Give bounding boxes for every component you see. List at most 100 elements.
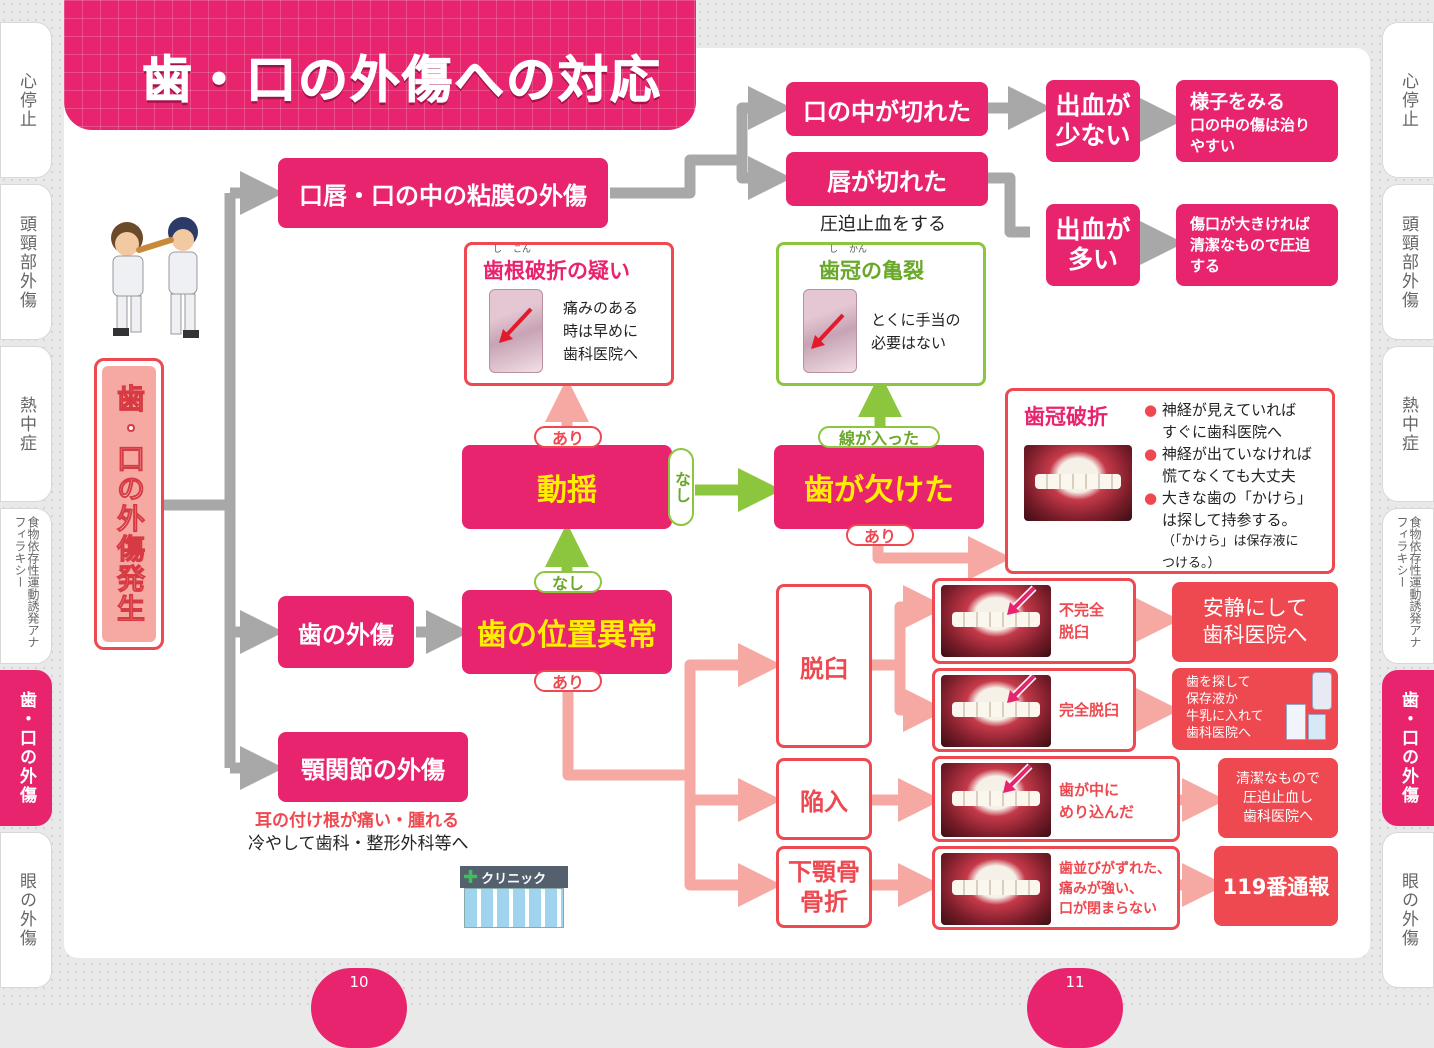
preserve-line: 牛乳に入れて xyxy=(1186,709,1264,724)
crown-advice-line: とくに手当の xyxy=(871,311,961,329)
mobility-box[interactable]: 動揺 xyxy=(462,445,672,529)
incomplete-line2: 脱臼 xyxy=(1059,623,1090,641)
baseball-players-illustration xyxy=(111,217,199,338)
crown-furigana-kan: かん xyxy=(849,245,868,255)
title-banner xyxy=(64,0,696,130)
rest-line2: 歯科医院へ xyxy=(1202,623,1308,647)
chipped-box[interactable]: 歯が欠けた xyxy=(774,445,984,529)
preserve-line: 歯を探して xyxy=(1186,675,1251,690)
tab-dental-left[interactable]: 歯・口の外傷 xyxy=(0,670,52,826)
flow-connectors xyxy=(164,86,1226,907)
tab-label: 心停止 xyxy=(1398,71,1418,129)
root-fracture-title: 歯根破折の疑い xyxy=(483,259,630,283)
start-box-label: 歯・口の外傷発生 xyxy=(113,384,147,625)
branch-tooth-injury[interactable]: 歯の外傷 xyxy=(278,596,414,668)
tab-heatstroke-left[interactable]: 熱中症 xyxy=(0,346,52,502)
arrow-to-intrusion xyxy=(684,775,782,822)
label-crack-line: 線が入った xyxy=(818,426,940,448)
root-furigana-kon: こん xyxy=(513,245,532,255)
preserve-text: 歯を探して保存液か牛乳に入れて歯科医院へ xyxy=(1186,674,1264,742)
tab-anaphylaxis-left[interactable]: 食物依存性運動誘発アナフィラキシー xyxy=(0,508,52,664)
bleeding-large-line1: 出血が xyxy=(1055,215,1131,244)
clean-line: 歯科医院へ xyxy=(1243,808,1313,825)
crown-fracture-bullet: 大きな歯の「かけら」 xyxy=(1161,489,1312,507)
bleeding-small-result: 様子をみる 口の中の傷は治り やすい xyxy=(1176,80,1338,162)
crown-fracture-bullet: 慌てなくても大丈夫 xyxy=(1162,467,1296,485)
luxation-box[interactable]: 脱臼 xyxy=(776,584,872,748)
arrow-chipped-to-crown xyxy=(872,536,1012,580)
crown-advice-line: 必要はない xyxy=(871,334,947,352)
arrow-luxation-complete xyxy=(894,665,947,732)
pink-pointer-icon xyxy=(1007,585,1037,615)
root-advice-line: 痛みのある xyxy=(563,299,639,317)
incomplete-luxation-label: 不完全脱臼 xyxy=(1059,599,1104,643)
bullet-icon: ● xyxy=(1144,445,1158,463)
bullet-icon: ● xyxy=(1144,489,1158,507)
label-nashi-displacement: なし xyxy=(534,571,602,593)
call-119-box[interactable]: 119番通報 xyxy=(1214,846,1338,926)
arrow-to-jawfracture xyxy=(684,800,782,907)
tab-head-neck-right[interactable]: 頭頸部外傷 xyxy=(1382,184,1434,340)
jaw-desc-line: 口が閉まらない xyxy=(1059,901,1157,917)
bleeding-small-box[interactable]: 出血が少ない xyxy=(1046,80,1140,162)
complete-luxation-card: 完全脱臼 xyxy=(932,668,1136,752)
intrusion-photo xyxy=(941,763,1051,837)
label-nashi-mobility: なし xyxy=(668,448,694,526)
start-box-frame: 歯・口の外傷発生 xyxy=(94,358,164,650)
intrusion-card: 歯が中にめり込んだ xyxy=(932,756,1180,842)
branch-jaw-joint[interactable]: 顎関節の外傷 xyxy=(278,732,468,802)
intrusion-desc-line: めり込んだ xyxy=(1059,803,1135,821)
preserve-line: 歯科医院へ xyxy=(1186,726,1252,741)
tab-eye-left[interactable]: 眼の外傷 xyxy=(0,832,52,988)
tab-label: 頭頸部外傷 xyxy=(1398,214,1418,310)
pink-pointer-icon xyxy=(1007,673,1037,703)
root-advice-line: 時は早めに xyxy=(563,322,639,340)
tab-label: 歯・口の外傷 xyxy=(16,691,36,805)
crown-crack-title: 歯冠の亀裂 xyxy=(819,259,924,283)
root-fracture-box: し こん 歯根破折の疑い 痛みのある 時は早めに 歯科医院へ xyxy=(464,242,674,386)
tab-label: 頭頸部外傷 xyxy=(16,214,36,310)
result-small-line1: 様子をみる xyxy=(1190,90,1286,113)
label-ari-displacement: あり xyxy=(534,670,602,692)
crown-crack-xray xyxy=(803,289,857,373)
crown-fracture-box: 歯冠破折 ● 神経が見えていれば すぐに歯科医院へ ● 神経が出ていなければ 慌… xyxy=(1005,388,1335,574)
root-furigana-shi: し xyxy=(493,245,503,255)
jaw-fracture-line1: 下顎骨 xyxy=(788,858,860,886)
tab-anaphylaxis-right[interactable]: 食物依存性運動誘発アナフィラキシー xyxy=(1382,508,1434,664)
mouth-cut-box[interactable]: 口の中が切れた xyxy=(786,82,988,136)
jaw-desc-line: 歯並びがずれた、 xyxy=(1059,861,1171,877)
intrusion-desc-line: 歯が中に xyxy=(1059,781,1120,799)
jaw-note-action: 冷やして歯科・整形外科等へ xyxy=(248,834,469,854)
tab-eye-right[interactable]: 眼の外傷 xyxy=(1382,832,1434,988)
cross-icon: ✚ xyxy=(463,866,479,888)
tab-cardiac-arrest-left[interactable]: 心停止 xyxy=(0,22,52,178)
bleeding-small-line2: 少ない xyxy=(1055,121,1131,150)
crown-fracture-bullet: 神経が見えていれば xyxy=(1161,401,1297,419)
bleeding-small-line1: 出血が xyxy=(1055,91,1131,120)
result-small-line2: 口の中の傷は治り xyxy=(1190,115,1311,134)
tab-dental-right[interactable]: 歯・口の外傷 xyxy=(1382,670,1434,826)
jaw-desc-line: 痛みが強い、 xyxy=(1059,881,1143,897)
result-large-line3: する xyxy=(1190,256,1221,275)
arrow-to-mouth-cut xyxy=(736,86,792,160)
tab-cardiac-arrest-right[interactable]: 心停止 xyxy=(1382,22,1434,178)
jaw-note-warning: 耳の付け根が痛い・腫れる xyxy=(255,811,459,831)
result-small-line3: やすい xyxy=(1190,136,1236,155)
tab-head-neck-left[interactable]: 頭頸部外傷 xyxy=(0,184,52,340)
intrusion-box[interactable]: 陥入 xyxy=(776,758,872,840)
crown-fracture-bullet: 神経が出ていなければ xyxy=(1161,445,1312,463)
jaw-fracture-card: 歯並びがずれた、痛みが強い、口が閉まらない xyxy=(932,846,1180,930)
pressure-note: 圧迫止血をする xyxy=(820,214,946,235)
lip-cut-box[interactable]: 唇が切れた xyxy=(786,152,988,206)
displacement-box[interactable]: 歯の位置異常 xyxy=(462,590,672,674)
start-box-fill: 歯・口の外傷発生 xyxy=(102,366,156,642)
crown-fracture-bullet: は探して持参する。 xyxy=(1162,511,1297,529)
red-arrow-icon xyxy=(499,307,533,343)
bleeding-large-box[interactable]: 出血が多い xyxy=(1046,204,1140,286)
jaw-fracture-box[interactable]: 下顎骨骨折 xyxy=(776,846,872,928)
crown-fracture-note: つける。） xyxy=(1162,556,1221,571)
incomplete-line1: 不完全 xyxy=(1059,601,1105,619)
complete-luxation-label: 完全脱臼 xyxy=(1059,701,1120,719)
label-ari-chipped: あり xyxy=(846,524,914,546)
branch-lip-mucosa[interactable]: 口唇・口の中の粘膜の外傷 xyxy=(278,158,608,228)
